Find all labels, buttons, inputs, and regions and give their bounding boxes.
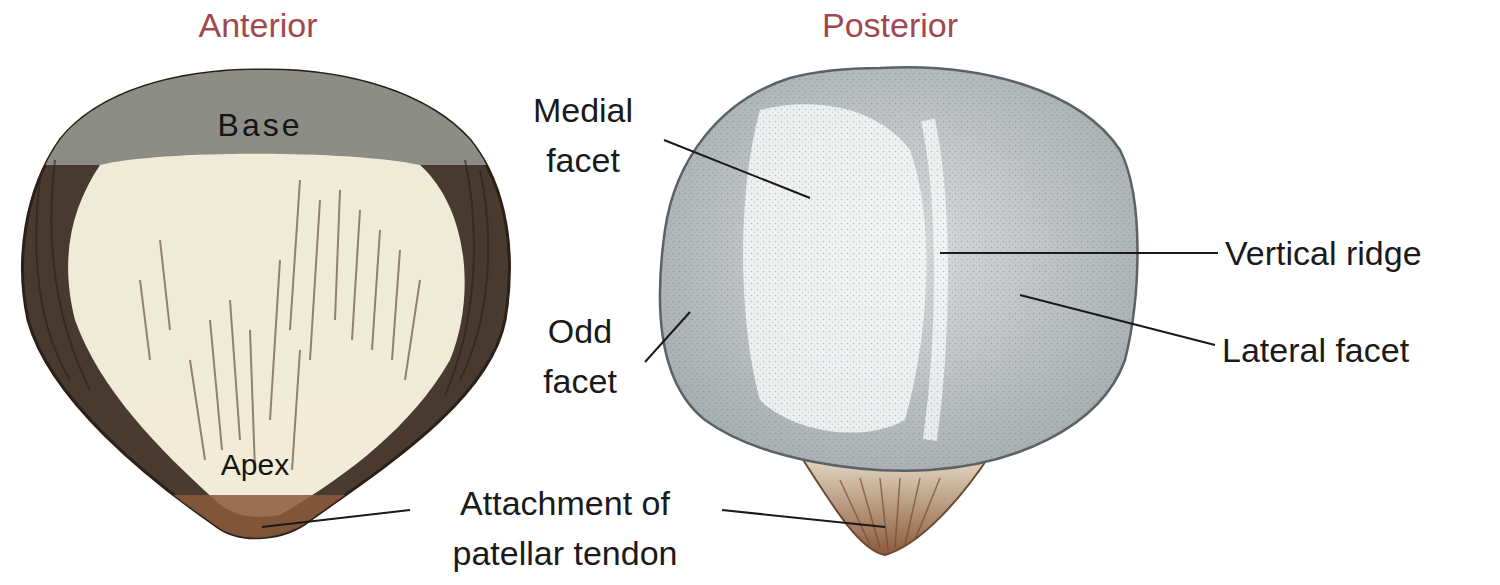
part-label: Base [180, 100, 340, 150]
part-label: Odd facet [520, 306, 640, 406]
part-label: Apex [190, 440, 320, 490]
part-label: Vertical ridge [1225, 228, 1485, 278]
part-label: Attachment of patellar tendon [415, 478, 715, 578]
view-heading: Posterior [770, 0, 1010, 50]
part-label: Medial facet [508, 85, 658, 185]
view-heading: Anterior [148, 0, 368, 50]
anterior-patella [0, 60, 520, 555]
part-label: Lateral facet [1222, 325, 1482, 375]
posterior-patella [660, 67, 1138, 555]
leader-lines [262, 140, 1218, 527]
